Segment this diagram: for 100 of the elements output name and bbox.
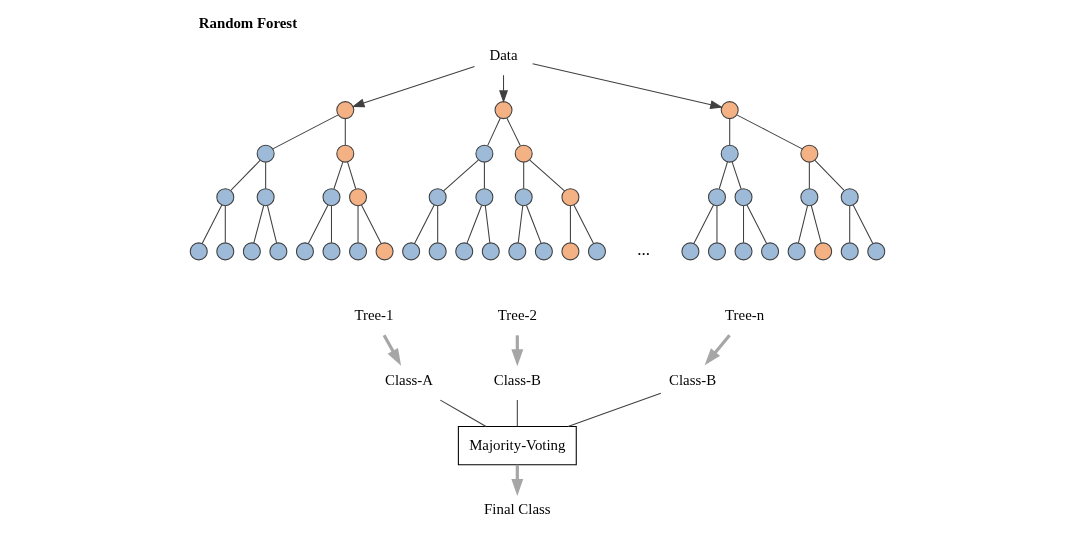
node-circle: [269, 242, 288, 261]
connector: [852, 204, 874, 244]
connector: [361, 204, 382, 244]
node-circle: [494, 101, 513, 120]
connector: [414, 204, 435, 244]
node-circle: [375, 242, 394, 261]
connector: [569, 205, 571, 244]
node-circle: [189, 242, 208, 261]
connector: [517, 205, 524, 244]
connector: [797, 205, 808, 244]
connector: [746, 204, 768, 244]
connector: [525, 204, 542, 244]
connector: [344, 118, 346, 146]
node-text: Tree-n: [725, 307, 765, 324]
node-circle: [256, 144, 275, 163]
connector: [487, 117, 501, 147]
connector: [443, 159, 479, 192]
node-circle: [242, 242, 261, 261]
node-text: Class-B: [669, 371, 717, 388]
node-circle: [734, 242, 753, 261]
connector: [224, 205, 226, 244]
node-circle: [787, 242, 806, 261]
connector: [716, 205, 718, 244]
connector: [849, 205, 851, 244]
node-circle: [336, 101, 355, 120]
connector: [347, 161, 357, 190]
node-text: Class-B: [493, 371, 541, 388]
node-circle: [475, 188, 494, 207]
connector: [357, 205, 359, 244]
node-box: Majority-Voting: [457, 426, 577, 466]
connector: [230, 159, 261, 191]
node-circle: [720, 144, 739, 163]
node-circle: [322, 188, 341, 207]
connector: [439, 399, 487, 428]
connector: [718, 161, 728, 190]
node-text: Final Class: [484, 501, 551, 518]
node-text: Tree-1: [354, 307, 394, 324]
node-circle: [428, 242, 447, 261]
node-circle: [587, 242, 606, 261]
arrow: [532, 63, 723, 109]
node-circle: [761, 242, 780, 261]
node-circle: [349, 188, 368, 207]
connector: [333, 161, 344, 190]
node-text: Class-A: [385, 371, 433, 388]
connector: [265, 161, 267, 190]
connector: [201, 204, 223, 244]
diagram-title: Random Forest: [198, 14, 298, 31]
node-circle: [216, 188, 235, 207]
node-circle: [840, 188, 859, 207]
node-circle: [514, 188, 533, 207]
connector: [810, 204, 822, 244]
node-circle: [216, 242, 235, 261]
node-circle: [867, 242, 886, 261]
node-circle: [256, 188, 275, 207]
node-circle: [295, 242, 314, 261]
connector: [272, 114, 339, 150]
connector: [484, 205, 491, 244]
node-circle: [402, 242, 421, 261]
connector: [573, 204, 594, 244]
arrow: [382, 334, 402, 366]
node-circle: [681, 242, 700, 261]
arrow: [704, 334, 731, 366]
connector: [736, 114, 803, 150]
connector: [529, 159, 565, 192]
node-circle: [534, 242, 553, 261]
node-circle: [840, 242, 859, 261]
node-circle: [707, 188, 726, 207]
node-circle: [508, 242, 527, 261]
node-circle: [428, 188, 447, 207]
label: ...: [637, 240, 651, 260]
connector: [814, 159, 845, 191]
connector: [267, 205, 278, 244]
node-circle: [455, 242, 474, 261]
connector: [516, 399, 518, 427]
node-circle: [561, 242, 580, 261]
connector: [330, 205, 332, 244]
connector: [437, 205, 439, 244]
connector: [743, 205, 745, 244]
connector: [567, 392, 662, 427]
node-circle: [720, 101, 739, 120]
node-text: Tree-2: [497, 307, 537, 324]
node-text: Data: [489, 46, 518, 63]
node-circle: [475, 144, 494, 163]
connector: [253, 204, 265, 244]
node-circle: [561, 188, 580, 207]
node-circle: [800, 144, 819, 163]
connector: [808, 161, 810, 190]
connector: [483, 161, 485, 190]
node-circle: [349, 242, 368, 261]
node-circle: [814, 242, 833, 261]
node-circle: [322, 242, 341, 261]
node-circle: [800, 188, 819, 207]
connector: [523, 161, 525, 190]
node-circle: [514, 144, 533, 163]
connector: [693, 204, 714, 244]
node-circle: [707, 242, 726, 261]
connector: [466, 204, 483, 244]
node-circle: [336, 144, 355, 163]
node-circle: [734, 188, 753, 207]
connector: [731, 161, 742, 190]
